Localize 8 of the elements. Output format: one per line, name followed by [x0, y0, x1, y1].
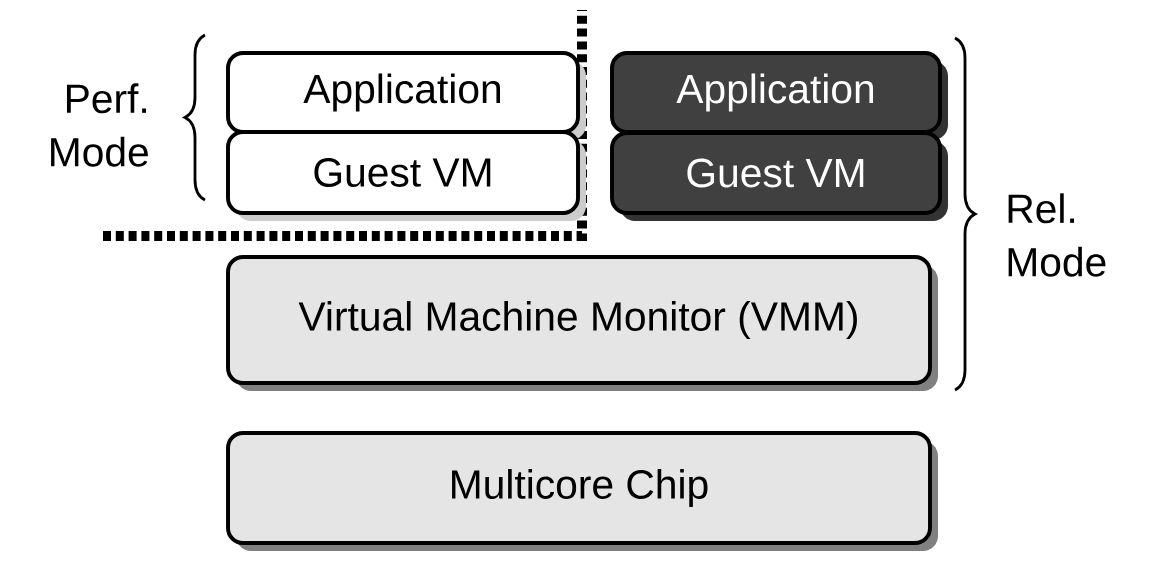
mode-label: Perf. Mode	[51, 83, 148, 167]
layer-box: Guest VM	[610, 131, 948, 221]
layer-box: Guest VM	[226, 130, 586, 221]
layer-box: Application	[610, 51, 948, 140]
layer-box: Virtual Machine Monitor (VMM)	[226, 255, 938, 391]
mode-label: Rel. Mode	[1008, 193, 1106, 277]
layer-box: Multicore Chip	[226, 431, 938, 551]
layer-box: Application	[226, 51, 586, 140]
